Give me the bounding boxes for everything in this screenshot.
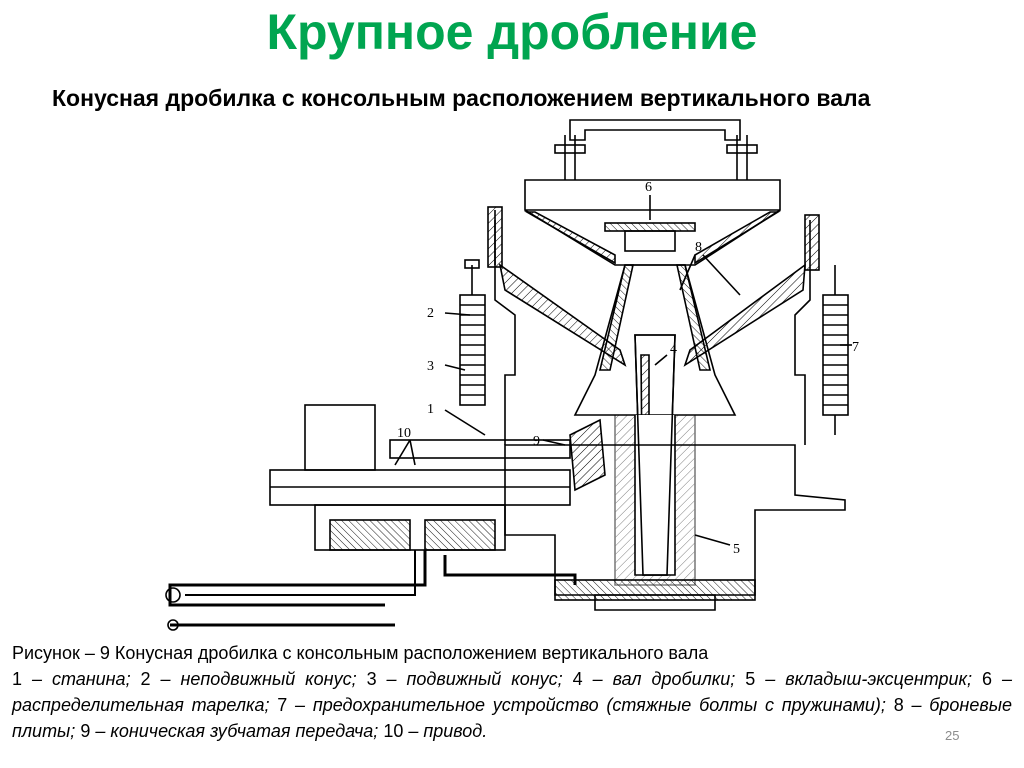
housing-left xyxy=(494,220,516,445)
label-3: 3 xyxy=(427,359,434,374)
label-8: 8 xyxy=(695,240,702,255)
legend-num: 1 xyxy=(12,669,23,689)
legend-text: подвижный конус; xyxy=(406,669,563,689)
slide-subtitle: Конусная дробилка с консольным расположе… xyxy=(52,85,871,111)
label-6: 6 xyxy=(645,180,652,195)
drive-unit xyxy=(269,404,571,551)
bevel-gear xyxy=(569,418,606,492)
part-labels: 6 8 2 3 4 7 1 10 9 5 xyxy=(397,180,859,557)
spring-left xyxy=(459,259,486,406)
legend-num: 7 xyxy=(277,695,288,715)
distribution-plate xyxy=(604,222,696,232)
legend-text: вал дробилки; xyxy=(612,669,736,689)
label-9: 9 xyxy=(533,434,540,449)
legend-text: неподвижный конус; xyxy=(180,669,357,689)
legend-text: вкладыш-эксцентрик; xyxy=(785,669,973,689)
legend-num: 9 xyxy=(80,721,91,741)
legend-text: броневые плиты; xyxy=(12,695,1012,741)
slide-title: Крупное дробление xyxy=(266,4,758,60)
hopper xyxy=(524,209,781,266)
legend-text: предохранительное устройство (стяжные бо… xyxy=(312,695,886,715)
label-2: 2 xyxy=(427,306,434,321)
page-number: 25 xyxy=(945,728,960,743)
base-frame xyxy=(504,444,846,596)
legend-num: 3 xyxy=(366,669,377,689)
legend-text: станина; xyxy=(51,669,131,689)
legend-num: 8 xyxy=(893,695,904,715)
legend-num: 4 xyxy=(572,669,583,689)
caption-heading: Рисунок – 9 Конусная дробилка с консольн… xyxy=(12,643,709,663)
spring-right xyxy=(822,265,849,435)
figure-caption: Рисунок – 9 Конусная дробилка с консольн… xyxy=(12,640,1012,744)
lubrication-pipes xyxy=(165,550,577,631)
legend-num: 6 xyxy=(982,669,993,689)
top-bracket xyxy=(569,119,741,141)
legend-num: 10 xyxy=(383,721,404,741)
legend-text: привод. xyxy=(423,721,488,741)
legend-text: распределительная тарелка; xyxy=(12,695,270,715)
label-5: 5 xyxy=(733,542,740,557)
legend-num: 2 xyxy=(140,669,151,689)
legend-num: 5 xyxy=(745,669,756,689)
label-1: 1 xyxy=(427,402,434,417)
hopper-rim xyxy=(524,179,781,211)
label-7: 7 xyxy=(852,340,859,355)
label-4: 4 xyxy=(670,342,677,357)
housing-right xyxy=(794,220,811,445)
caption-legend: 1 – станина; 2 – неподвижный конус; 3 – … xyxy=(12,669,1012,741)
label-10: 10 xyxy=(397,426,411,441)
legend-text: коническая зубчатая передача; xyxy=(110,721,379,741)
fixed-cone-right xyxy=(683,263,806,367)
fixed-cone-left xyxy=(498,263,627,367)
crusher-drawing: 6 8 2 3 4 7 1 10 9 5 xyxy=(165,119,859,631)
